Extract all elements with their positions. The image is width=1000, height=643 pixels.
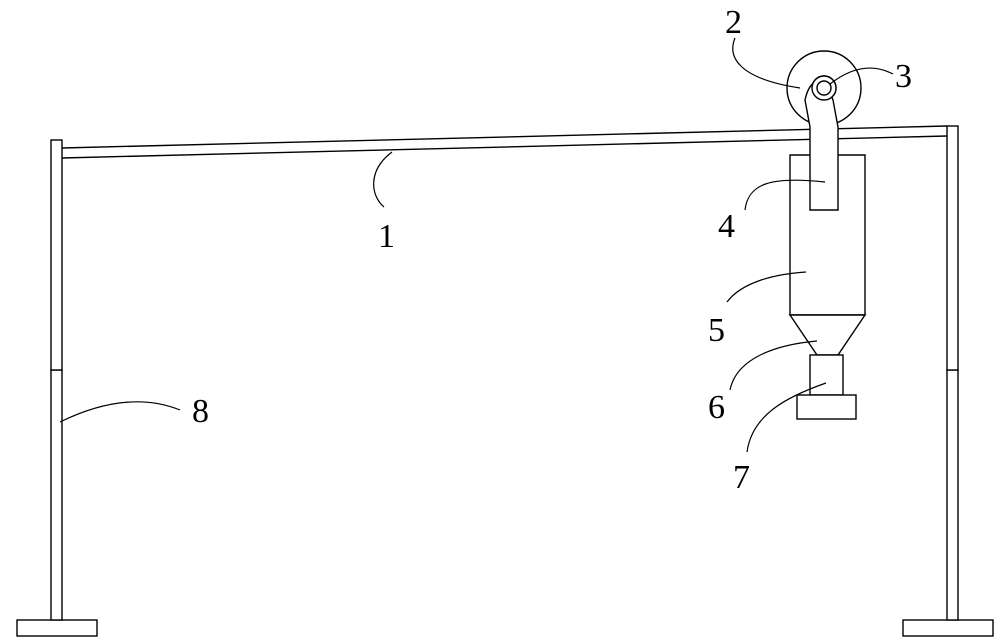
left-post-base-plate [16, 619, 98, 637]
rail-bottom-edge [61, 135, 948, 159]
part-label-2: 2 [725, 4, 742, 41]
hanger-arm [804, 81, 839, 211]
guide-rail [61, 125, 948, 159]
part-label-6: 6 [708, 389, 725, 426]
left-support-post [16, 139, 98, 637]
leader-line-8 [59, 401, 181, 423]
part-number-labels: 1 2 3 4 5 6 7 8 [192, 4, 912, 496]
leader-line-6 [729, 340, 818, 391]
right-support-post [902, 125, 994, 637]
part-label-3: 3 [895, 58, 912, 95]
leader-line-2 [732, 37, 801, 89]
right-post-upper-section [946, 125, 959, 371]
rail-top-edge [61, 125, 948, 149]
leader-line-3 [829, 67, 894, 85]
part-label-1: 1 [378, 218, 395, 255]
part-label-7: 7 [733, 459, 750, 496]
right-post-base-plate [902, 619, 994, 637]
leader-line-1 [373, 151, 393, 208]
nozzle-block [796, 394, 857, 420]
leader-line-7 [746, 382, 827, 453]
left-post-lower-section [50, 369, 63, 621]
leader-line-5 [726, 271, 807, 303]
pulley-axle-inner-front [816, 80, 832, 96]
leader-lines [59, 37, 894, 453]
part-label-5: 5 [708, 312, 725, 349]
hopper-funnel [788, 314, 867, 356]
right-post-lower-section [946, 369, 959, 621]
part-label-4: 4 [718, 208, 735, 245]
left-post-upper-section [50, 139, 63, 371]
leader-line-4 [744, 179, 826, 211]
part-label-8: 8 [192, 393, 209, 430]
outlet-tube [809, 354, 844, 396]
